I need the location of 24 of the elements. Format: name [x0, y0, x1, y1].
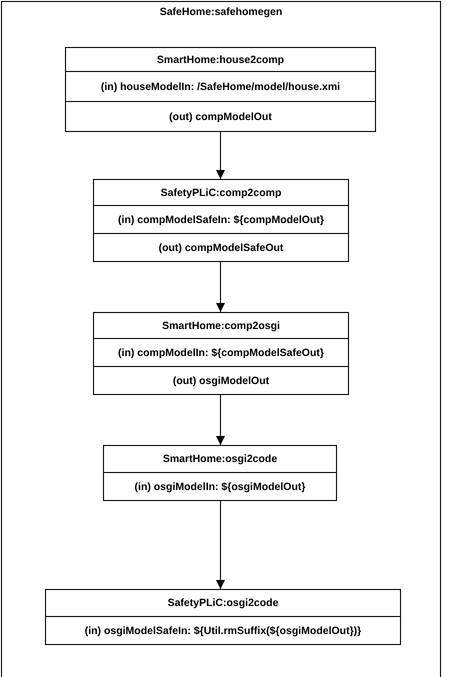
component-title: SafetyPLiC:osgi2code	[168, 597, 278, 609]
component-title: SmartHome:comp2osgi	[162, 320, 280, 332]
frame-box	[1, 1, 441, 677]
component-title: SafetyPLiC:comp2comp	[160, 186, 282, 198]
component-title: SmartHome:house2comp	[156, 54, 284, 66]
component-box	[93, 312, 349, 395]
arrow	[216, 262, 225, 312]
parameter-text: (out) compModelOut	[169, 110, 272, 122]
component-box	[65, 47, 376, 132]
arrow	[216, 500, 225, 590]
arrow	[216, 394, 225, 446]
parameter-text: (in) osgiModelSafeIn: ${Util.rmSuffix(${osgiModelOut})}	[84, 624, 362, 636]
component-title: SmartHome:osgi2code	[162, 453, 278, 465]
parameter-text: (in) houseModelIn: /SafeHome/model/house.xmi	[100, 80, 340, 92]
parameter-text: (in) compModelSafeIn: ${compModelOut}	[118, 214, 324, 226]
arrow	[216, 132, 225, 180]
component-box	[103, 445, 337, 501]
frame-title: SafeHome:safehomegen	[160, 6, 282, 18]
parameter-text: (in) osgiModelIn: ${osgiModelOut}	[134, 480, 306, 492]
parameter-text: (out) osgiModelOut	[172, 374, 270, 386]
component-box	[45, 589, 401, 645]
component-box	[93, 179, 349, 262]
parameter-text: (in) compModelIn: ${compModelSafeOut}	[118, 346, 324, 358]
parameter-text: (out) compModelSafeOut	[158, 242, 284, 254]
